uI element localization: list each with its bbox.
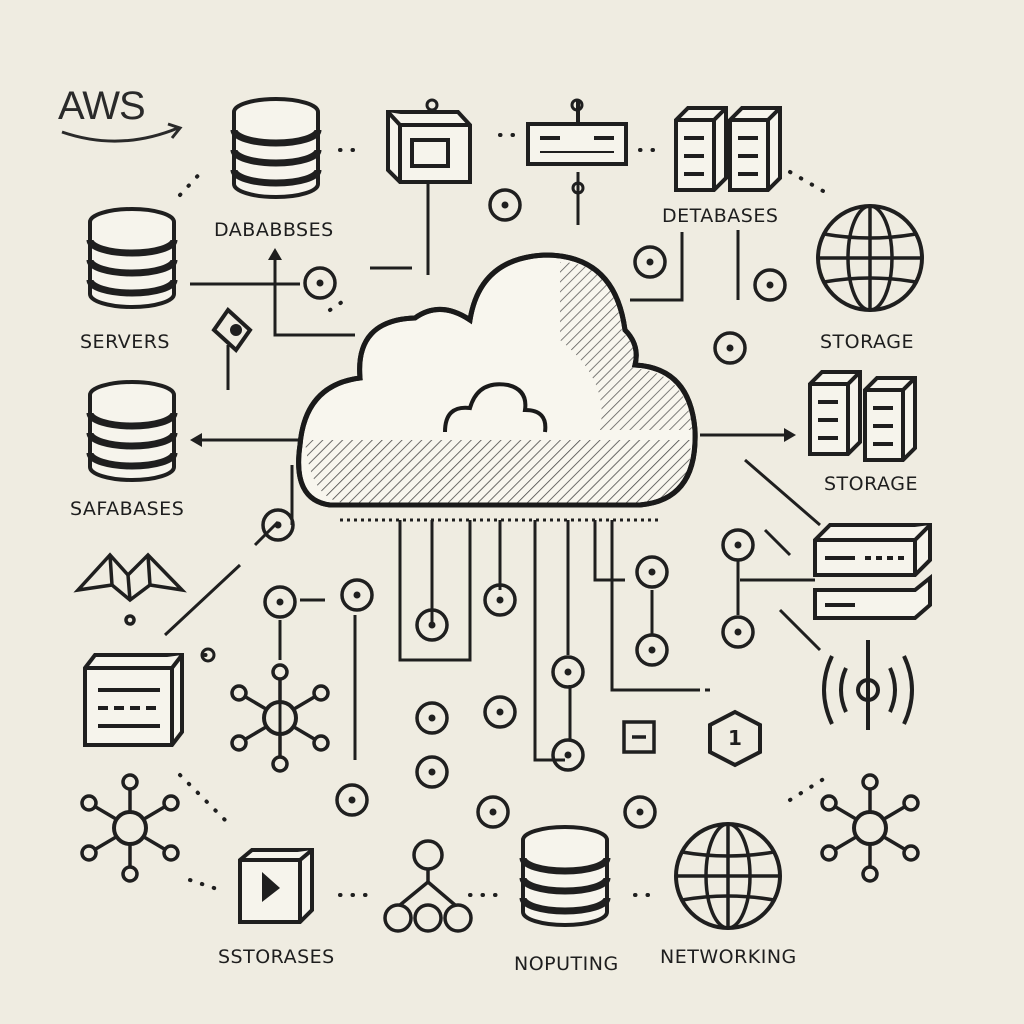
database-icon: [90, 382, 174, 480]
label-storage-top: STORAGE: [820, 331, 914, 353]
badge-icon: [708, 709, 762, 768]
label-noputing: NOPUTING: [514, 953, 619, 975]
chip-icon: [526, 100, 628, 195]
node-icon: [340, 578, 374, 612]
server-rack-icon: [863, 376, 917, 462]
arrowheads: [190, 248, 796, 447]
globe-icon: [674, 822, 782, 930]
node-icon: [261, 508, 295, 542]
label-networking: NETWORKING: [660, 946, 797, 968]
node-icon: [753, 268, 787, 302]
node-icon: [623, 795, 657, 829]
server-rack-icon: [674, 106, 728, 192]
label-top-right-databases: DETABASES: [662, 205, 779, 227]
wireless-signal-icon: [822, 640, 914, 730]
server-rack-icon: [808, 370, 862, 456]
node-icon: [476, 795, 510, 829]
box-icon: [386, 98, 472, 184]
hub-icon: [80, 773, 180, 883]
node-icon: [415, 701, 449, 735]
node-icon: [263, 585, 297, 619]
cloud-icon: [296, 252, 698, 522]
pin-icon: [211, 306, 253, 354]
server-rack-icon: [813, 523, 932, 620]
database-icon: [523, 827, 607, 925]
aws-logo: AWS: [58, 84, 146, 128]
node-icon: [303, 266, 337, 300]
node-icon: [483, 695, 517, 729]
globe-icon: [816, 204, 924, 312]
network-node-icon: [73, 552, 187, 626]
aws-logo-smile: [61, 122, 183, 143]
node-icon: [551, 738, 585, 772]
node-icon: [713, 331, 747, 365]
node-icon: [488, 188, 522, 222]
node-icon: [721, 528, 755, 562]
node-icon: [721, 615, 755, 649]
node-icon: [633, 245, 667, 279]
server-rack-icon: [728, 106, 782, 192]
node-icon: [551, 655, 585, 689]
label-top-left-databases: DABABBSES: [214, 219, 334, 241]
dot-icon: [570, 98, 584, 112]
dot-icon: [200, 647, 216, 663]
hub-icon: [820, 773, 920, 883]
database-icon: [234, 99, 318, 197]
label-servers: SERVERS: [80, 331, 170, 353]
label-sstorases: SSTORASES: [218, 946, 335, 968]
server-rack-icon: [83, 653, 184, 747]
box-icon: [238, 848, 314, 924]
dotted-links: [178, 133, 832, 897]
badge-number: 1: [728, 726, 743, 750]
node-icon: [415, 755, 449, 789]
label-storage-mid: STORAGE: [824, 473, 918, 495]
database-icon: [90, 209, 174, 307]
node-icon: [635, 633, 669, 667]
label-safabases: SAFABASES: [70, 498, 185, 520]
node-icon: [335, 783, 369, 817]
minus-box-icon: [622, 720, 656, 754]
tree-network-icon: [383, 839, 473, 933]
node-icon: [635, 555, 669, 589]
